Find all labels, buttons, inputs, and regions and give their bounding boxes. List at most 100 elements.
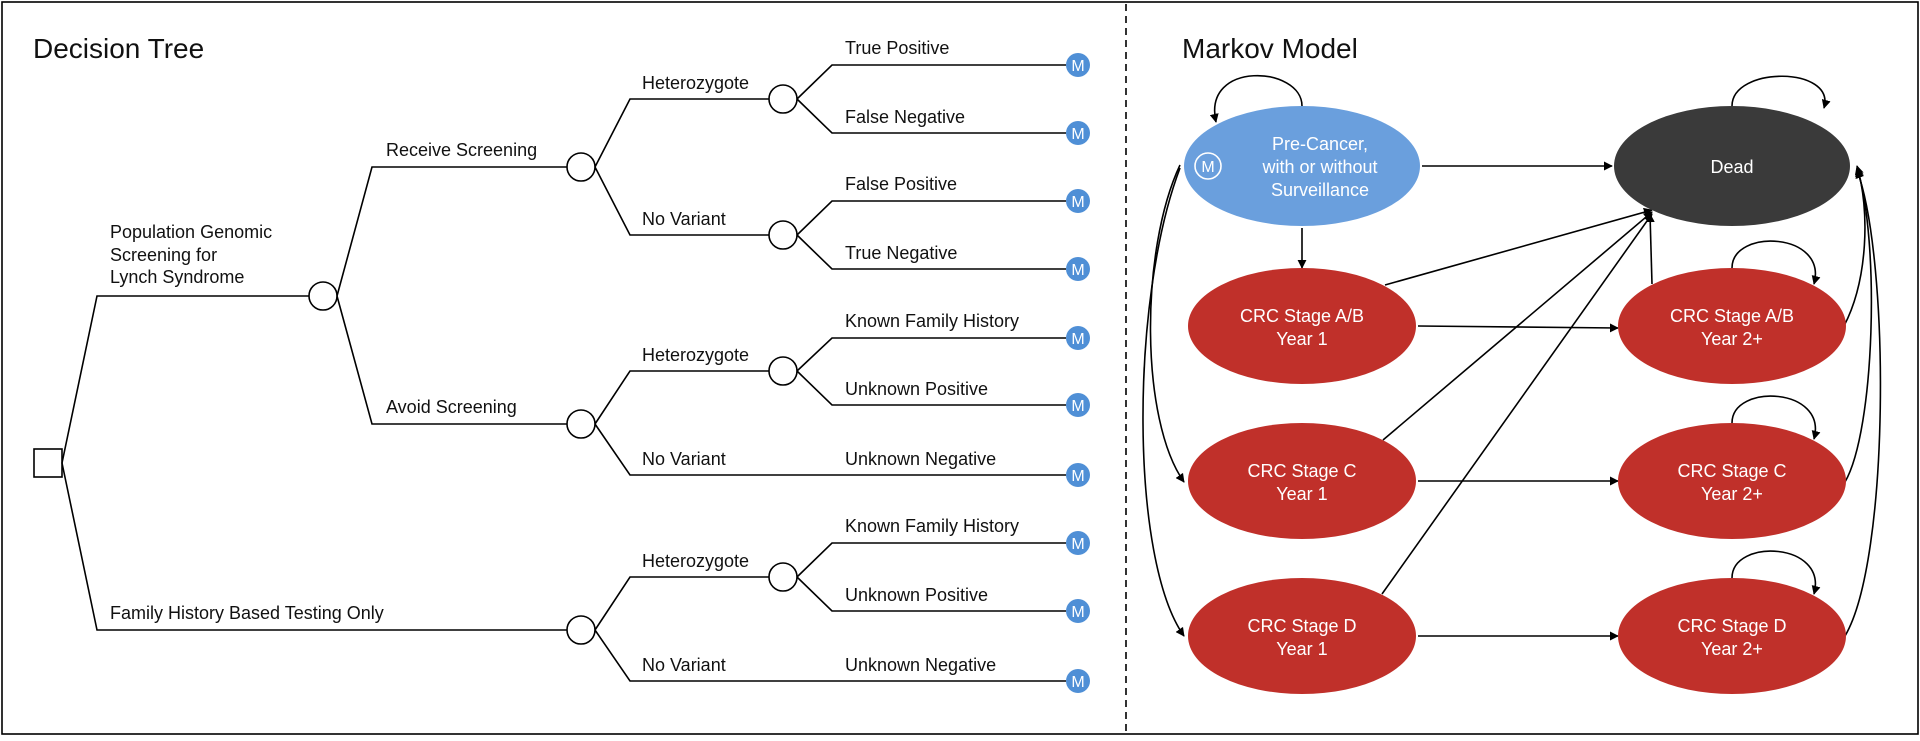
svg-text:M: M [1071,194,1084,211]
branch-rs-heterozygote [594,98,769,168]
branch-population-screening [61,295,309,464]
label-known-family-history: Known Family History [845,311,1019,331]
transition-ab-y1-to-dead [1384,207,1653,286]
branch-fh-no-variant [594,629,1066,682]
branch-fh-heterozygote [594,576,769,631]
branch-as-heterozygote [594,370,769,425]
branch-false-positive [796,200,1066,236]
branch-true-positive [796,64,1066,100]
state-label: CRC Stage D [1247,616,1356,636]
transition-d-y1-to-dead [1381,213,1653,595]
markov-marker: M [1066,669,1090,693]
transition-ab-y2-to-dead [1645,213,1655,285]
branch-fh-unknown-positive [796,576,1066,612]
label-no-variant: No Variant [642,449,726,469]
branch-as-known-family-history [796,337,1066,372]
markov-marker: M [1066,599,1090,623]
markov-marker: M [1066,189,1090,213]
state-label: CRC Stage C [1247,461,1356,481]
decision-tree-panel: Decision Tree [33,33,1090,693]
chance-node-screening-choice [308,281,338,311]
svg-text:M: M [1071,674,1084,691]
state-label: CRC Stage D [1677,616,1786,636]
label-no-variant: No Variant [642,655,726,675]
transition-d-y2-to-dead [1844,169,1882,637]
chance-node-rs-no-variant [768,220,798,250]
state-label: Year 1 [1276,484,1327,504]
markov-model-panel: Markov Model M Pre-Cancer, with or witho… [1142,33,1882,694]
branch-as-no-variant [594,423,1066,476]
label-unknown-positive: Unknown Positive [845,379,988,399]
label-heterozygote: Heterozygote [642,551,749,571]
markov-marker [1194,152,1222,180]
markov-model-title: Markov Model [1182,33,1358,64]
state-label: CRC Stage C [1677,461,1786,481]
state-dead-label: Dead [1710,157,1753,177]
state-precancer-label: Pre-Cancer, [1272,134,1368,154]
chance-node-rs-heterozygote [768,84,798,114]
state-crc-c-year1: CRC Stage C Year 1 [1188,423,1416,539]
markov-marker-label: M [1201,159,1214,176]
decision-tree-title: Decision Tree [33,33,204,64]
svg-text:M: M [1071,58,1084,75]
branch-true-negative [796,234,1066,270]
branch-false-negative [796,98,1066,134]
state-label: CRC Stage A/B [1240,306,1364,326]
label-family-history-testing: Family History Based Testing Only [110,603,384,623]
svg-text:M: M [1071,262,1084,279]
state-precancer-label: with or without [1261,157,1377,177]
state-label: CRC Stage A/B [1670,306,1794,326]
markov-marker: M [1066,393,1090,417]
chance-node-as-heterozygote [768,356,798,386]
state-label: Year 2+ [1701,639,1763,659]
state-crc-d-year2: CRC Stage D Year 2+ [1618,578,1846,694]
state-crc-ab-year1: CRC Stage A/B Year 1 [1188,268,1416,384]
markov-marker: M [1066,53,1090,77]
transition-ab-y2-to-dead-right [1843,165,1866,327]
transition-c-y2-to-dead [1844,167,1873,483]
branch-receive-screening [336,166,567,297]
svg-text:M: M [1071,398,1084,415]
label-known-family-history: Known Family History [845,516,1019,536]
state-precancer-label: Surveillance [1271,180,1369,200]
label-receive-screening: Receive Screening [386,140,537,160]
state-label: Year 2+ [1701,484,1763,504]
markov-marker: M [1066,257,1090,281]
label-heterozygote: Heterozygote [642,73,749,93]
label-avoid-screening: Avoid Screening [386,397,517,417]
label-false-negative: False Negative [845,107,965,127]
branch-family-history [61,462,567,631]
label-population-screening: Screening for [110,245,217,265]
branch-as-unknown-positive [796,370,1066,406]
self-loop-ab-y2 [1731,240,1821,285]
state-label: Year 1 [1276,329,1327,349]
state-precancer: M Pre-Cancer, with or without Surveillan… [1184,106,1420,226]
label-no-variant: No Variant [642,209,726,229]
markov-marker: M [1066,326,1090,350]
svg-text:M: M [1071,331,1084,348]
label-true-negative: True Negative [845,243,957,263]
svg-text:M: M [1071,468,1084,485]
transition-ab-y1-to-ab-y2 [1417,323,1619,333]
self-loop-precancer [1209,74,1303,123]
transition-c-y1-to-dead [1382,211,1653,441]
label-false-positive: False Positive [845,174,957,194]
transition-precancer-to-c-y1 [1149,164,1185,483]
chance-node-fh-heterozygote [768,562,798,592]
chance-node-receive-screening [566,152,596,182]
branch-avoid-screening [336,295,567,425]
state-crc-ab-year2: CRC Stage A/B Year 2+ [1618,268,1846,384]
state-crc-d-year1: CRC Stage D Year 1 [1188,578,1416,694]
label-unknown-negative: Unknown Negative [845,449,996,469]
label-true-positive: True Positive [845,38,949,58]
transition-precancer-to-d-y1 [1142,167,1185,637]
state-dead: Dead [1614,106,1850,226]
branch-fh-known-family-history [796,542,1066,578]
svg-text:M: M [1071,604,1084,621]
self-loop-d-y2 [1731,550,1821,595]
label-heterozygote: Heterozygote [642,345,749,365]
self-loop-dead [1731,75,1831,109]
state-crc-c-year2: CRC Stage C Year 2+ [1618,423,1846,539]
